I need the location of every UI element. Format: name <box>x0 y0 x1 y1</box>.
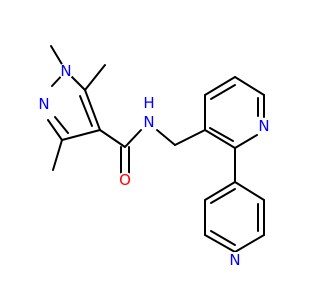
bond-c5-c4 <box>84 89 101 131</box>
bond-pb-4 <box>204 234 236 253</box>
atom-label: O <box>119 171 131 189</box>
bond-c4-c3 <box>61 129 101 141</box>
atom-label: N <box>143 113 154 131</box>
atom-labels: N N N H O N N <box>36 62 272 269</box>
atom-n-pyridine-2: N <box>227 251 243 269</box>
atom-label: H <box>143 94 154 112</box>
atom-n-pyridine-1: N <box>256 117 272 135</box>
bond-pb-3 <box>234 234 265 253</box>
bond-pa-6 <box>204 129 236 149</box>
bond-pa-2 <box>204 76 236 96</box>
structure-svg: N N N H O N N <box>36 45 272 269</box>
atom-n-pyrazole-2: N <box>36 95 52 113</box>
bond-pb-4-inner <box>210 230 236 246</box>
bond-pa-6-inner <box>209 127 234 142</box>
bond-carbonyl-n <box>124 129 142 148</box>
bond-pa-2-inner <box>210 84 236 100</box>
atom-bg <box>141 114 157 130</box>
atom-bg <box>58 63 74 79</box>
atom-label: N <box>258 117 269 135</box>
bond-pa-5 <box>234 134 258 149</box>
molecule-diagram: N N N H O N N <box>36 45 272 269</box>
bond-n-ch2 <box>156 129 176 146</box>
bond-pb-6-inner <box>210 188 236 204</box>
atom-bg <box>256 118 272 134</box>
bond-c5-c4-inner <box>79 95 93 127</box>
atom-n-amide: N <box>141 113 157 131</box>
atom-h-amide: H <box>141 94 157 112</box>
atom-bg <box>227 252 243 268</box>
atom-o-carbonyl: O <box>117 171 133 189</box>
bond-pb-1 <box>234 181 265 201</box>
atom-label: N <box>60 62 71 80</box>
bond-pb-6 <box>204 181 236 201</box>
atom-label: N <box>38 95 49 113</box>
atom-bg <box>117 172 133 188</box>
bonds <box>47 45 265 253</box>
bond-c3-n2-inner <box>54 116 69 134</box>
bond-c5-methyl <box>84 64 106 91</box>
atom-label: N <box>229 251 240 269</box>
bond-c3-methyl <box>52 139 63 171</box>
atom-bg <box>141 95 157 111</box>
bond-pa-3 <box>234 76 265 96</box>
bond-c3-n2 <box>47 119 63 141</box>
atom-n-pyrazole-1: N <box>58 62 74 80</box>
bond-ch2-ring <box>174 129 206 146</box>
atom-bg <box>36 96 52 112</box>
bond-c4-carbonyl <box>99 129 126 148</box>
